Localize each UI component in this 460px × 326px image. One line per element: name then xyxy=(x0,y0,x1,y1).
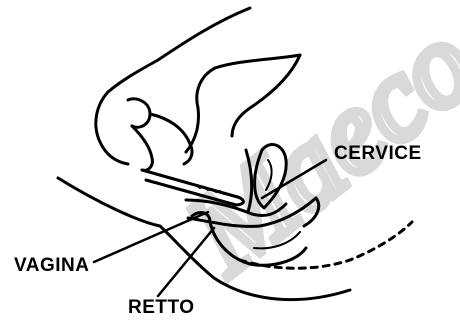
hand-outline xyxy=(96,92,128,164)
label-retto: RETTO xyxy=(128,298,195,317)
thumb-outline xyxy=(186,108,199,152)
pointer-retto xyxy=(158,228,214,296)
curled-fingers xyxy=(150,114,192,164)
knuckle-crease xyxy=(128,99,150,127)
label-cervice: CERVICE xyxy=(334,144,422,163)
index-finger xyxy=(132,126,152,170)
forearm-outline xyxy=(108,8,250,92)
label-vagina: VAGINA xyxy=(14,256,89,275)
